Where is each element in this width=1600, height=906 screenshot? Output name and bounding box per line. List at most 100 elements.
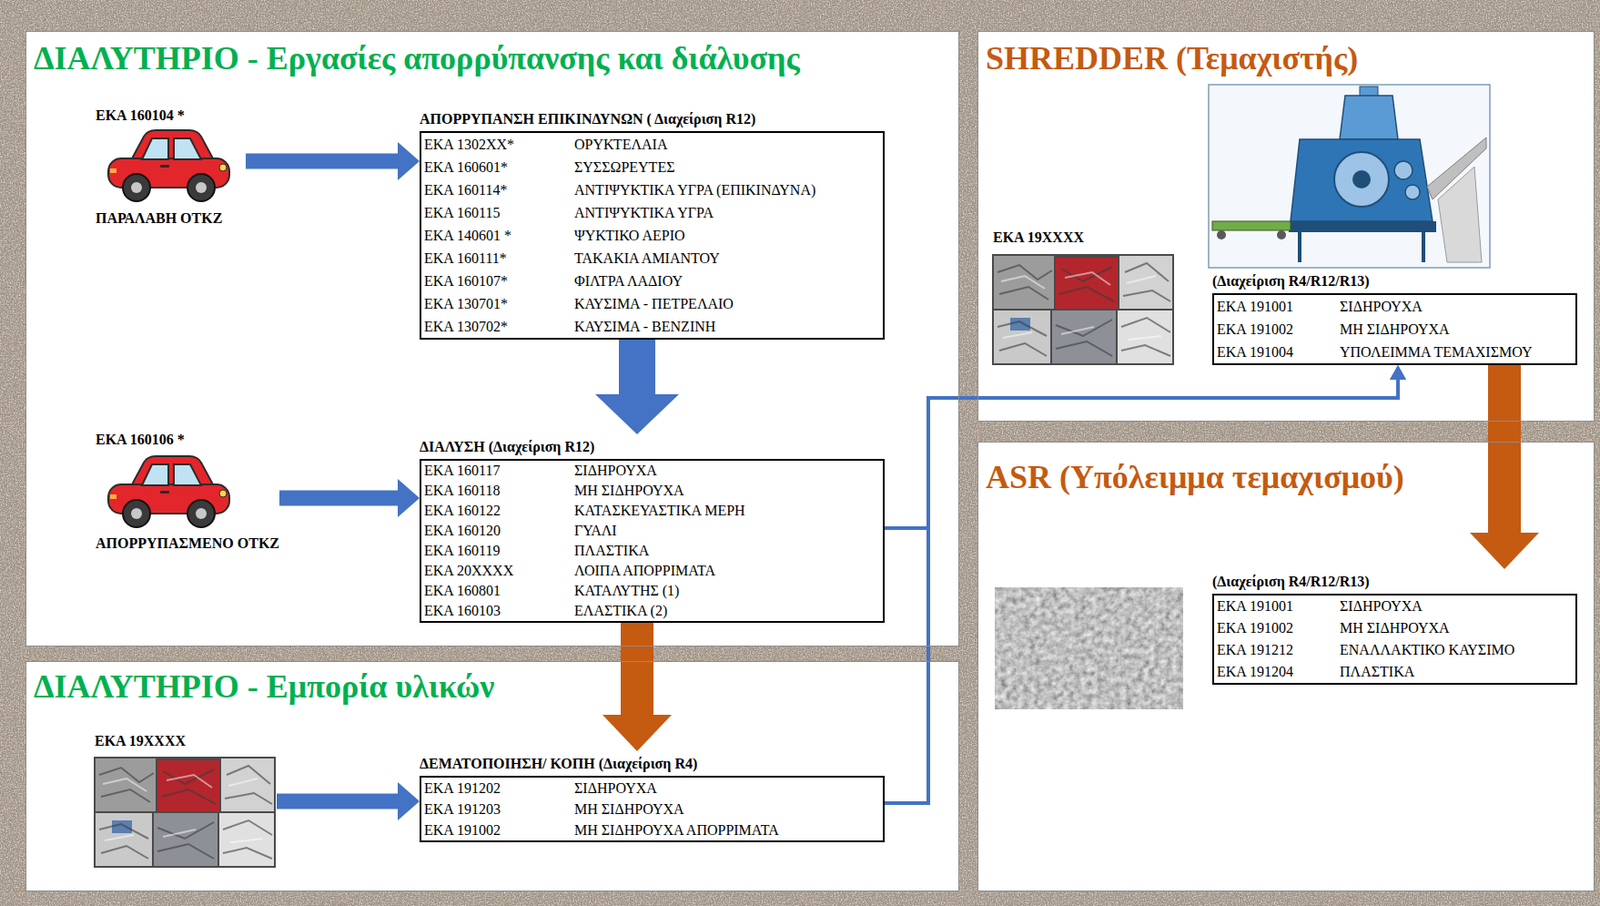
waste-code: ΕΚΑ 160119 <box>424 540 575 561</box>
waste-name: ΣΙΔΗΡΟΥΧΑ <box>574 777 661 799</box>
flow-arrow <box>1469 364 1540 569</box>
waste-code: ΕΚΑ 160114* <box>424 178 575 202</box>
waste-name: ΚΑΥΣΙΜΑ - ΠΕΤΡΕΛΑΙΟ <box>574 292 738 315</box>
table-heading: ΔΕΜΑΤΟΠΟΙΗΣΗ/ ΚΟΠΗ (Διαχείριση R4) <box>419 754 885 773</box>
waste-code: ΕΚΑ 20ΧΧΧΧ <box>424 560 575 581</box>
waste-name: ΥΠΟΛΕΙΜΜΑ ΤΕΜΑΧΙΣΜΟΥ <box>1339 340 1537 364</box>
shredder-illustration <box>1437 166 1482 263</box>
table-row: ΕΚΑ 191212ΕΝΑΛΛΑΚΤΙΚΟ ΚΑΥΣΙΜΟ <box>1216 638 1569 661</box>
waste-name: ΜΗ ΣΙΔΗΡΟΥΧΑ <box>574 798 689 820</box>
waste-code: ΕΚΑ 160117 <box>424 460 575 481</box>
panel-title: SHREDDER (Τεμαχιστής) <box>985 39 1358 78</box>
arrow-shaft <box>276 793 398 810</box>
table-row: ΕΚΑ 140601 *ΨΥΚΤΙΚΟ ΑΕΡΙΟ <box>424 223 876 247</box>
table-frame: ΕΚΑ 160117ΣΙΔΗΡΟΥΧΑΕΚΑ 160118ΜΗ ΣΙΔΗΡΟΥΧ… <box>419 458 885 623</box>
waste-code: ΕΚΑ 160111* <box>424 246 575 270</box>
waste-name: ΜΗ ΣΙΔΗΡΟΥΧΑ <box>1339 317 1454 341</box>
vehicle-node: ΕΚΑ 160106 *ΑΠΟΡΡΥΠΑΣΜΕΝΟ ΟΤΚΖ <box>95 430 280 553</box>
panel-fill <box>25 30 1595 892</box>
waste-name: ΚΑΤΑΛΥΤΗΣ (1) <box>574 580 683 601</box>
waste-code: ΕΚΑ 191002 <box>424 819 575 841</box>
arrow-shaft <box>618 339 656 395</box>
arrow-shaft <box>620 622 654 715</box>
waste-code: ΕΚΑ 191204 <box>1216 660 1340 683</box>
scrap-bales-photo <box>93 756 276 868</box>
panel-fill <box>977 441 1595 892</box>
table-row: ΕΚΑ 191204ΠΛΑΣΤΙΚΑ <box>1216 660 1569 683</box>
waste-name: ΑΝΤΙΨΥΚΤΙΚΑ ΥΓΡΑ <box>574 201 718 224</box>
shredder-illustration <box>1299 232 1424 263</box>
waste-table: ΔΕΜΑΤΟΠΟΙΗΣΗ/ ΚΟΠΗ (Διαχείριση R4) ΕΚΑ 19… <box>419 754 885 842</box>
arrow-head <box>1469 532 1540 569</box>
arrow-shaft <box>279 490 398 507</box>
waste-code: ΕΚΑ 160122 <box>424 500 575 521</box>
waste-code: ΕΚΑ 191004 <box>1216 340 1340 364</box>
bale-photo-node: ΕΚΑ 19ΧΧΧΧ <box>992 228 1175 366</box>
waste-code: ΕΚΑ 140601 * <box>424 223 575 247</box>
waste-name: ΜΗ ΣΙΔΗΡΟΥΧΑ ΑΠΟΡΡΙΜΑΤΑ <box>574 819 783 841</box>
waste-code: ΕΚΑ 160107* <box>424 269 575 293</box>
waste-name: ΜΗ ΣΙΔΗΡΟΥΧΑ <box>1339 617 1454 639</box>
panel-title: ASR (Υπόλειμμα τεμαχισμού) <box>985 457 1405 497</box>
table-row: ΕΚΑ 160119ΠΛΑΣΤΙΚΑ <box>424 540 876 561</box>
waste-code: ΕΚΑ 160801 <box>424 580 575 601</box>
table-row: ΕΚΑ 130702*ΚΑΥΣΙΜΑ - ΒΕΝΖΙΝΗ <box>424 314 876 338</box>
waste-code-label: ΕΚΑ 19ΧΧΧΧ <box>94 731 277 750</box>
table-row: ΕΚΑ 191002ΜΗ ΣΙΔΗΡΟΥΧΑ <box>1216 617 1569 639</box>
table-row: ΕΚΑ 160801ΚΑΤΑΛΥΤΗΣ (1) <box>424 580 876 601</box>
shredder-illustration <box>1290 139 1433 222</box>
table-row: ΕΚΑ 20ΧΧΧΧΛΟΙΠΑ ΑΠΟΡΡΙΜΑΤΑ <box>424 560 876 581</box>
waste-name: ΟΡΥΚΤΕΛΑΙΑ <box>574 132 671 156</box>
shredder-illustration <box>1405 184 1420 200</box>
waste-code: ΕΚΑ 160601* <box>424 155 575 179</box>
arrow-head <box>397 781 420 821</box>
waste-table: (Διαχείριση R4/R12/R13)ΕΚΑ 191001ΣΙΔΗΡΟΥ… <box>1212 272 1578 365</box>
waste-code: ΕΚΑ 191001 <box>1216 595 1340 618</box>
table-row: ΕΚΑ 130701*ΚΑΥΣΙΜΑ - ΠΕΤΡΕΛΑΙΟ <box>424 292 876 315</box>
waste-name: ΣΙΔΗΡΟΥΧΑ <box>1339 595 1427 618</box>
table-row: ΕΚΑ 160601*ΣΥΣΣΩΡΕΥΤΕΣ <box>424 155 876 179</box>
process-panel: ΔΙΑΛΥΤΗΡΙΟ - Εμπορία υλικώνΕΚΑ 19ΧΧΧΧΔΕΜ… <box>25 660 960 892</box>
table-heading: ΑΠΟΡΡΥΠΑΝΣΗ ΕΠΙΚΙΝΔΥΝΩΝ ( Διαχείριση R12… <box>419 110 885 129</box>
process-panel: ΔΙΑΛΥΤΗΡΙΟ - Εργασίες απορρύπανσης και δ… <box>25 30 960 647</box>
bale-photo-node: ΕΚΑ 19ΧΧΧΧ <box>94 731 277 869</box>
table-frame: ΕΚΑ 191202ΣΙΔΗΡΟΥΧΑΕΚΑ 191203ΜΗ ΣΙΔΗΡΟΥΧ… <box>419 775 885 842</box>
arrow-shaft <box>884 379 1398 528</box>
waste-name: ΨΥΚΤΙΚΟ ΑΕΡΙΟ <box>574 223 689 247</box>
arrow-shaft <box>1488 364 1521 533</box>
waste-name: ΚΑΥΣΙΜΑ - ΒΕΝΖΙΝΗ <box>574 314 719 338</box>
arrow-head <box>1389 364 1407 380</box>
arrow-head <box>1389 364 1407 380</box>
shredder-illustration <box>1334 151 1389 207</box>
waste-code-label: ΕΚΑ 19ΧΧΧΧ <box>992 228 1175 247</box>
arrow-head <box>397 478 420 517</box>
table-row: ΕΚΑ 160103ΕΛΑΣΤΙΚΑ (2) <box>424 600 876 621</box>
waste-code: ΕΚΑ 160120 <box>424 520 575 541</box>
vehicle-label: ΕΚΑ 160106 * <box>95 430 280 449</box>
table-row: ΕΚΑ 160107*ΦΙΛΤΡΑ ΛΑΔΙΟΥ <box>424 269 876 293</box>
arrow-shaft <box>245 153 398 170</box>
flow-arrow <box>245 141 420 181</box>
table-row: ΕΚΑ 160118ΜΗ ΣΙΔΗΡΟΥΧΑ <box>424 480 876 501</box>
waste-code: ΕΚΑ 1302ΧΧ* <box>424 132 575 156</box>
table-row: ΕΚΑ 191202ΣΙΔΗΡΟΥΧΑ <box>424 777 876 799</box>
waste-name: ΚΑΤΑΣΚΕΥΑΣΤΙΚΑ ΜΕΡΗ <box>574 500 750 521</box>
flow-arrow <box>884 364 1407 528</box>
vehicle-label: ΠΑΡΑΛΑΒΗ ΟΤΚΖ <box>95 209 246 228</box>
shredder-illustration <box>1212 221 1291 231</box>
waste-name: ΣΙΔΗΡΟΥΧΑ <box>574 460 661 481</box>
shredder-illustration <box>1276 230 1287 240</box>
waste-name: ΑΝΤΙΨΥΚΤΙΚΑ ΥΓΡΑ (ΕΠΙΚΙΝΔΥΝΑ) <box>574 178 820 202</box>
waste-name: ΤΑΚΑΚΙΑ ΑΜΙΑΝΤΟΥ <box>574 246 724 270</box>
shredder-illustration <box>1208 84 1490 268</box>
shredder-illustration <box>1288 221 1437 233</box>
waste-code: ΕΚΑ 191002 <box>1216 617 1340 639</box>
shredder-illustration <box>1352 170 1371 189</box>
panel-title: ΔΙΑΛΥΤΗΡΙΟ - Εργασίες απορρύπανσης και δ… <box>33 39 800 78</box>
flow-arrow <box>602 622 672 751</box>
waste-code: ΕΚΑ 191202 <box>424 777 575 799</box>
waste-name: ΣΙΔΗΡΟΥΧΑ <box>1339 294 1427 318</box>
